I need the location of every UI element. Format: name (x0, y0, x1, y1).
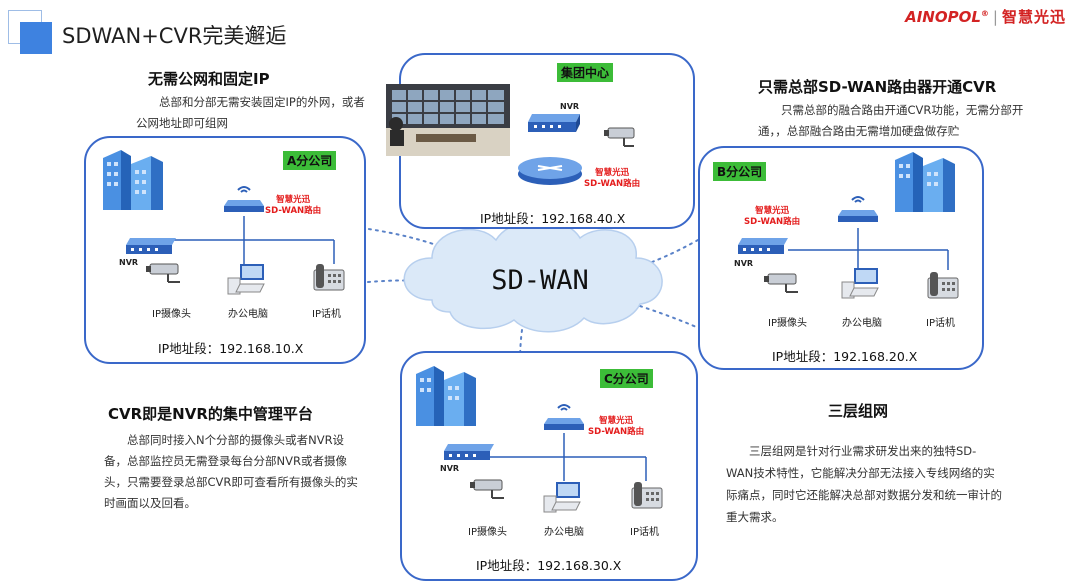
branch-c-router-icon (544, 404, 584, 430)
branch-c-phone-label: IP话机 (630, 527, 659, 538)
hq-camera-icon (604, 127, 635, 147)
brand-reg: ® (980, 9, 989, 18)
page-title: SDWAN+CVR完美邂逅 (62, 24, 287, 48)
branch-c-nvr-label: NVR (440, 464, 460, 473)
branch-b-router-label: 智慧光迅 SD-WAN路由 (744, 206, 800, 228)
hq-router-icon (518, 157, 582, 185)
title-logo-mark (8, 10, 52, 54)
branch-c-lan-lines (480, 433, 647, 481)
branch-a-lan-lines (164, 216, 335, 266)
branch-c-router-label-1: 智慧光迅 (599, 416, 634, 426)
sd-wan-cloud (403, 219, 663, 333)
video-wall-photo (386, 84, 510, 156)
branch-b-nvr-label: NVR (734, 259, 754, 268)
branch-c-camera-label: IP摄像头 (468, 527, 507, 538)
branch-a-nvr-label: NVR (119, 258, 139, 267)
branch-b-buildings-icon (895, 152, 955, 212)
branch-c-camera-icon (470, 479, 504, 499)
branch-b-phone-icon (927, 272, 959, 299)
hq-router-label: 智慧光迅 SD-WAN路由 (584, 168, 640, 190)
branch-b-router-label-1: 智慧光迅 (755, 206, 790, 216)
hq-cvr-text: 只需总部的融合路由开通CVR功能，无需分部开通，，总部融合路由无需增加硬盘做存贮 (758, 103, 1024, 138)
hq-cvr-heading: 只需总部SD-WAN路由器开通CVR (758, 78, 997, 96)
cvr-platform-text: 总部同时接入N个分部的摄像头或者NVR设备，总部监控员无需登录每台分部NVR或者… (104, 433, 358, 510)
branch-c-tag: C分公司 (600, 369, 653, 388)
branch-a-router-label-2: SD-WAN路由 (265, 206, 322, 216)
branch-a-nvr-icon (126, 238, 176, 254)
hq-router-label-2: SD-WAN路由 (584, 179, 641, 189)
branch-c-nvr-icon (444, 444, 494, 460)
branch-b-nvr-icon (738, 238, 788, 254)
link-a-cloud-2 (367, 279, 426, 283)
three-layer-text: 三层组网是针对行业需求研发出来的独特SD-WAN技术特性，它能解决分部无法接入专… (726, 444, 1002, 524)
branch-a-phone-label: IP话机 (312, 309, 341, 320)
branch-b-lan-lines (788, 228, 949, 270)
branch-c-pc-icon (543, 482, 581, 513)
branch-a-buildings-icon (103, 150, 163, 210)
brand-logo: AINOPOL®|智慧光迅 (905, 6, 1066, 27)
branch-b-phone-label: IP话机 (926, 318, 955, 329)
branch-c-pc-label: 办公电脑 (544, 527, 584, 538)
branch-c-ip-label: IP地址段：192.168.30.X (476, 558, 622, 573)
brand-tagline: 智慧光迅 (1001, 8, 1066, 26)
link-a-cloud (361, 227, 471, 259)
branch-a-tag: A分公司 (283, 151, 337, 170)
branch-a-phone-icon (313, 264, 345, 291)
hq-nvr-icon (528, 114, 580, 132)
branch-c-router-label: 智慧光迅 SD-WAN路由 (588, 416, 644, 438)
cvr-platform-heading: CVR即是NVR的集中管理平台 (108, 405, 313, 423)
branch-c-router-label-2: SD-WAN路由 (588, 427, 645, 437)
hq-nvr-label: NVR (560, 102, 580, 111)
hq-router-label-1: 智慧光迅 (595, 168, 630, 178)
branch-a-router-icon (224, 186, 264, 212)
branch-b-camera-icon (764, 273, 798, 293)
hq-tag: 集团中心 (557, 63, 614, 82)
three-layer-heading: 三层组网 (828, 402, 889, 420)
branch-a-camera-icon (146, 263, 180, 283)
branch-b-camera-label: IP摄像头 (768, 318, 807, 329)
brand-name: AINOPOL (905, 8, 981, 26)
no-public-ip-heading: 无需公网和固定IP (148, 70, 270, 88)
branch-a-camera-label: IP摄像头 (152, 309, 191, 320)
branch-b-pc-label: 办公电脑 (842, 318, 882, 329)
branch-b-router-label-2: SD-WAN路由 (744, 217, 801, 227)
hq-ip-label: IP地址段：192.168.40.X (480, 211, 626, 226)
branch-c-buildings-icon (416, 366, 476, 426)
branch-c-phone-icon (631, 482, 663, 509)
branch-a-router-label-1: 智慧光迅 (276, 195, 311, 205)
no-public-ip-text: 总部和分部无需安装固定IP的外网，或者公网地址即可组网 (136, 95, 365, 130)
branch-a-router-label: 智慧光迅 SD-WAN路由 (265, 195, 321, 217)
branch-a-pc-icon (227, 264, 265, 295)
branch-b-ip-label: IP地址段：192.168.20.X (772, 349, 918, 364)
branch-a-ip-label: IP地址段：192.168.10.X (158, 341, 304, 356)
branch-a-pc-label: 办公电脑 (228, 309, 268, 320)
sd-wan-cloud-label: SD-WAN (491, 265, 589, 296)
brand-separator: | (992, 8, 998, 26)
branch-b-router-icon (838, 196, 878, 222)
branch-b-pc-icon (841, 268, 879, 299)
link-b-cloud-2 (639, 305, 704, 331)
branch-b-tag: B分公司 (713, 162, 767, 181)
